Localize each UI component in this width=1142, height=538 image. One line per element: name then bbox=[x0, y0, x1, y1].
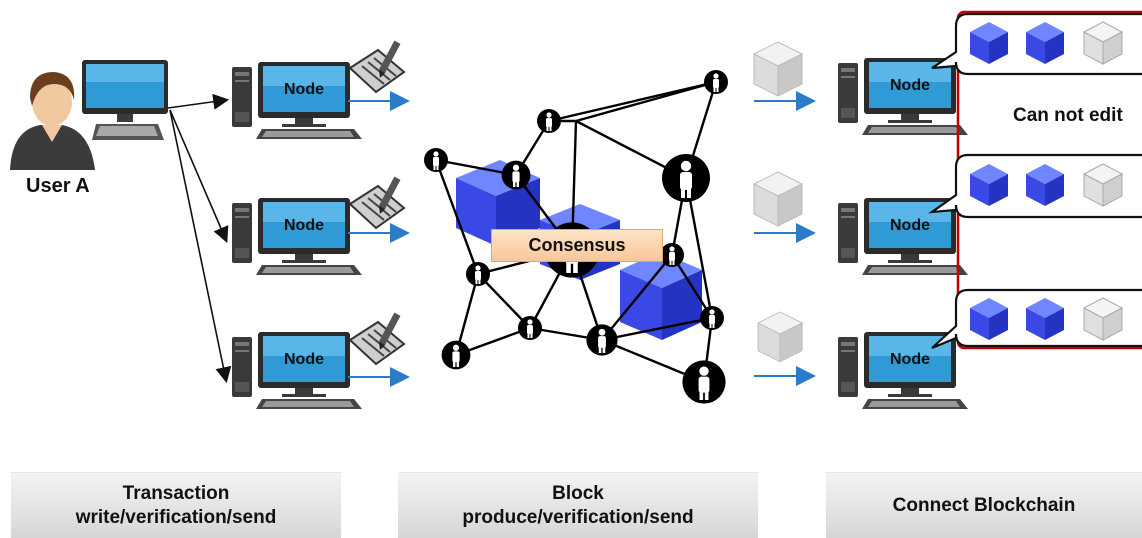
footer-block-line2: produce/verification/send bbox=[462, 506, 694, 528]
ledger-node-computer-2: Node bbox=[838, 198, 968, 275]
document-pencil-icon bbox=[349, 175, 405, 229]
ledger-callout-2 bbox=[928, 153, 1142, 219]
node-label: Node bbox=[890, 77, 930, 94]
footer-block: Block produce/verification/send bbox=[398, 472, 758, 538]
footer-connect: Connect Blockchain bbox=[826, 472, 1142, 538]
ledger-callout-3 bbox=[931, 288, 1142, 350]
node-label: Node bbox=[284, 351, 324, 368]
footer-transaction-line1: Transaction bbox=[122, 482, 230, 504]
network-block-3 bbox=[620, 252, 702, 340]
ledger-callout-1 bbox=[931, 12, 1142, 76]
new-block-cube-2 bbox=[753, 171, 803, 227]
cannot-edit-note: Can not edit bbox=[1013, 105, 1123, 126]
footer-connect-line1: Connect Blockchain bbox=[892, 494, 1076, 516]
node-computer-3: Node bbox=[232, 332, 362, 409]
document-pencil-icon bbox=[349, 311, 405, 365]
node-computer-2: Node bbox=[232, 198, 362, 275]
send-arrows-left bbox=[348, 91, 410, 387]
ledger-node-computer-3: Node bbox=[838, 332, 968, 409]
node-label: Node bbox=[890, 351, 930, 368]
node-computer-1: Node bbox=[232, 62, 362, 139]
document-pencil-icon bbox=[349, 39, 405, 93]
send-arrows-right bbox=[754, 91, 816, 386]
user-a-label: User A bbox=[26, 175, 90, 197]
user-a-icon bbox=[10, 72, 95, 170]
ledger-node-computer-1: Node bbox=[838, 58, 968, 135]
footer-block-line1: Block bbox=[552, 482, 604, 504]
consensus-label: Consensus bbox=[491, 229, 663, 262]
node-label: Node bbox=[284, 81, 324, 98]
user-to-node-arrows bbox=[167, 93, 232, 384]
footer-transaction-line2: write/verification/send bbox=[75, 506, 277, 528]
node-label: Node bbox=[890, 217, 930, 234]
node-label: Node bbox=[284, 217, 324, 234]
new-block-cube-1 bbox=[753, 41, 803, 97]
new-block-cube-3 bbox=[757, 311, 803, 363]
user-a-computer-icon bbox=[82, 60, 168, 140]
footer-transaction: Transaction write/verification/send bbox=[11, 472, 341, 538]
